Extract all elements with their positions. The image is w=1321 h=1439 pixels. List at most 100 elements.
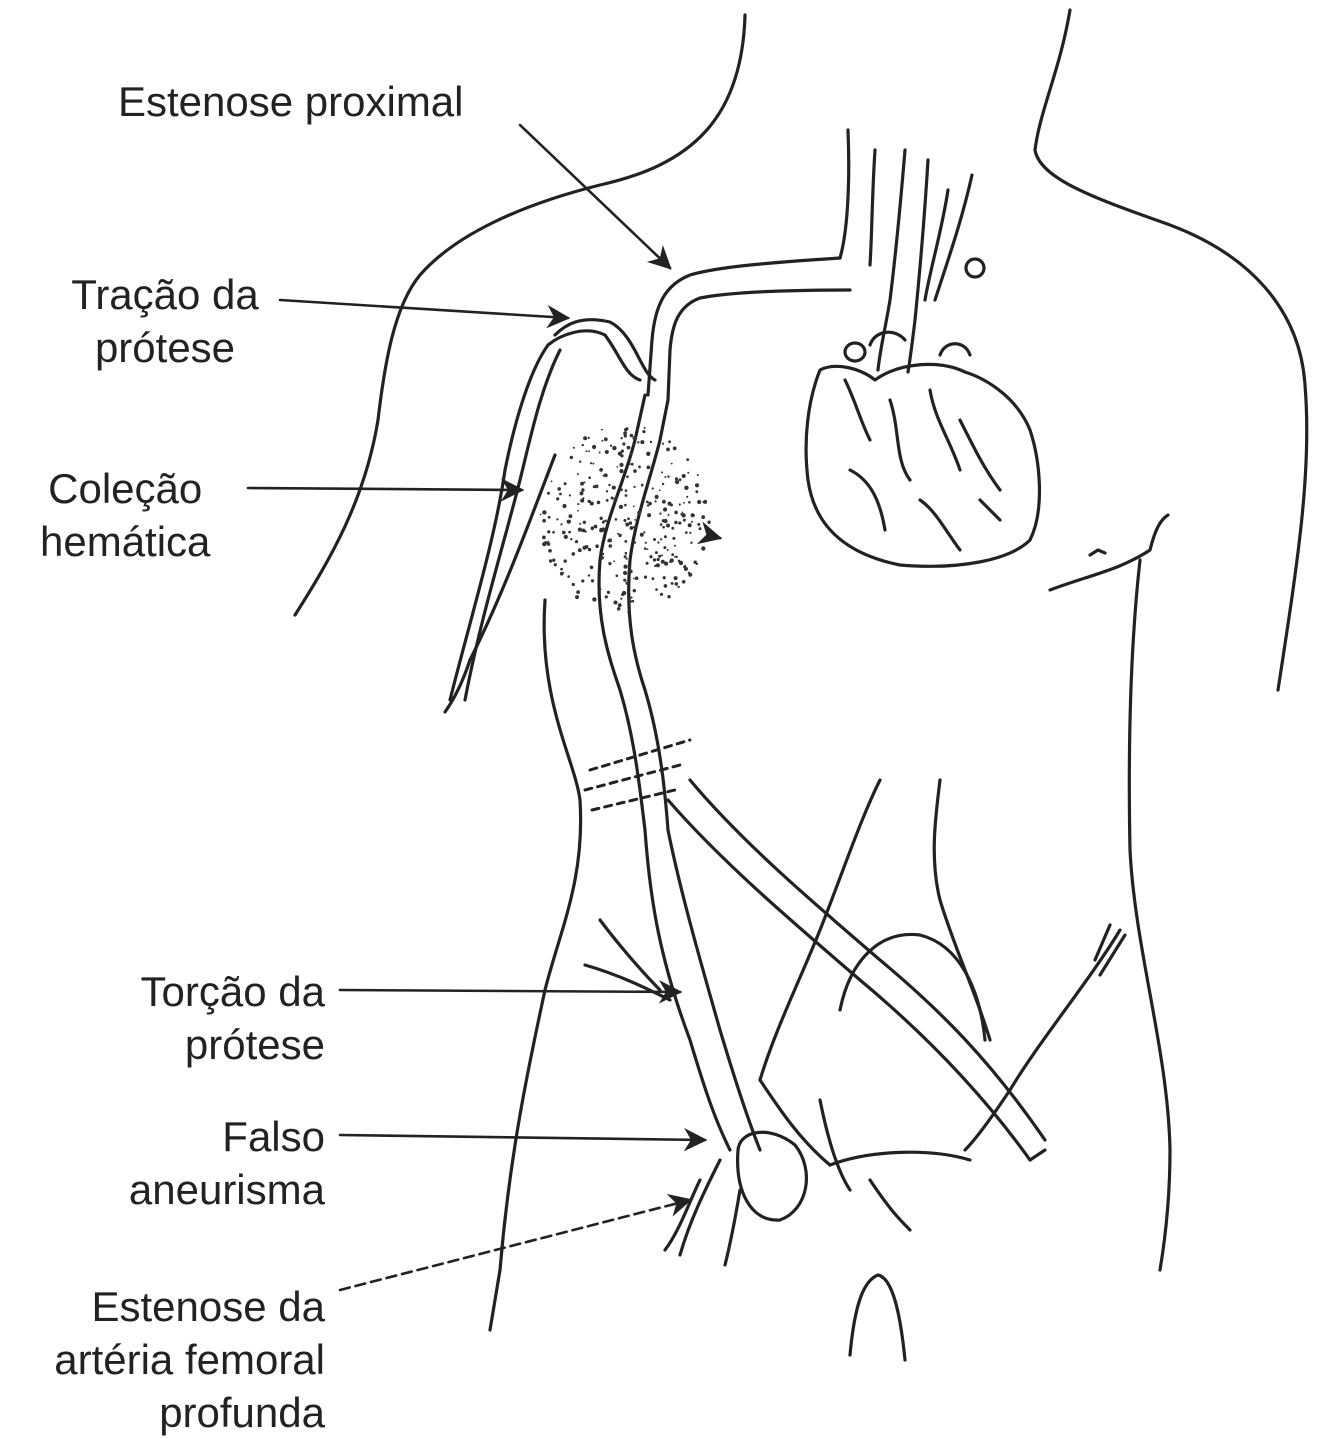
- stipple-dot: [663, 519, 667, 523]
- stipple-dot: [577, 473, 579, 475]
- label-line: Torção da: [100, 965, 325, 1018]
- stipple-dot: [552, 559, 555, 562]
- axillobifemoral-graft: [450, 258, 1045, 1160]
- stipple-dot: [679, 503, 681, 505]
- stipple-dot: [564, 535, 568, 539]
- stipple-dot: [649, 555, 652, 558]
- stipple-dot: [657, 558, 660, 561]
- stipple-dot: [631, 463, 634, 466]
- stipple-dot: [578, 528, 582, 532]
- stipple-dot: [572, 552, 576, 556]
- stipple-dot: [595, 485, 599, 489]
- stipple-dot: [682, 474, 686, 478]
- stipple-dot: [644, 576, 647, 579]
- stipple-dot: [590, 462, 592, 464]
- stipple-dot: [652, 487, 654, 489]
- stipple-dot: [667, 475, 669, 477]
- stipple-dot: [673, 447, 677, 451]
- stipple-dot: [629, 521, 632, 524]
- stipple-dot: [661, 554, 663, 556]
- stipple-dot: [617, 466, 619, 468]
- stipple-dot: [600, 588, 602, 590]
- stipple-dot: [620, 488, 623, 491]
- stipple-dot: [617, 533, 619, 535]
- stipple-dot: [643, 531, 645, 533]
- stipple-dot: [635, 436, 637, 438]
- stipple-dot: [701, 515, 705, 519]
- stipple-dot: [626, 475, 629, 478]
- stipple-dot: [644, 427, 646, 429]
- stipple-dot: [668, 440, 671, 443]
- stipple-dot: [641, 484, 644, 487]
- stipple-dot: [559, 493, 562, 496]
- stipple-dot: [567, 520, 570, 523]
- stipple-dot: [655, 500, 657, 502]
- stipple-dot: [567, 575, 570, 578]
- stipple-dot: [605, 595, 608, 598]
- stipple-dot: [576, 590, 580, 594]
- stipple-dot: [664, 584, 668, 588]
- stipple-dot: [662, 500, 666, 504]
- stipple-dot: [627, 446, 631, 450]
- stipple-dot: [675, 582, 679, 586]
- stipple-dot: [696, 563, 698, 565]
- heart: [806, 259, 1039, 566]
- stipple-dot: [666, 524, 670, 528]
- stipple-dot: [619, 469, 623, 473]
- stipple-dot: [653, 538, 656, 541]
- stipple-dot: [681, 513, 685, 517]
- stipple-dot: [682, 580, 686, 584]
- stipple-dot: [674, 511, 678, 515]
- stipple-dot: [591, 526, 594, 529]
- stipple-dot: [640, 440, 644, 444]
- false-aneurysm-sac: [665, 1132, 806, 1265]
- stipple-dot: [667, 549, 669, 551]
- stipple-dot: [618, 603, 622, 607]
- stipple-dot: [642, 430, 645, 433]
- stipple-dot: [552, 531, 555, 534]
- stipple-dot: [556, 518, 558, 520]
- stipple-dot: [686, 458, 689, 461]
- stipple-dot: [572, 583, 575, 586]
- stipple-dot: [582, 444, 584, 446]
- stipple-dot: [605, 450, 609, 454]
- label-false-aneurysm: Falso aneurisma: [90, 1110, 325, 1216]
- stipple-dot: [624, 555, 627, 558]
- stipple-dot: [594, 525, 598, 529]
- stipple-dot: [569, 494, 571, 496]
- stipple-dot: [556, 497, 559, 500]
- stipple-dot: [619, 463, 623, 467]
- stipple-dot: [585, 450, 587, 452]
- stipple-dot: [630, 453, 632, 455]
- stipple-dot: [686, 496, 688, 498]
- stipple-dot: [675, 480, 679, 484]
- stipple-dot: [600, 517, 603, 520]
- stipple-dot: [707, 521, 710, 524]
- stipple-dot: [675, 477, 678, 480]
- stipple-dot: [610, 445, 612, 447]
- stipple-dot: [645, 542, 647, 544]
- stipple-dot: [664, 535, 667, 538]
- stipple-dot: [659, 513, 661, 515]
- stipple-dot: [689, 532, 691, 534]
- stipple-dot: [564, 559, 567, 562]
- label-line: profunda: [10, 1386, 325, 1439]
- stipple-dot: [542, 519, 546, 523]
- label-line: Coleção: [40, 462, 210, 515]
- stipple-dot: [633, 578, 635, 580]
- stipple-dot: [608, 484, 610, 486]
- stipple-dot: [688, 523, 692, 527]
- stipple-dot: [613, 497, 617, 501]
- stipple-dot: [633, 506, 635, 508]
- stipple-dot: [573, 447, 575, 449]
- stipple-dot: [602, 522, 604, 524]
- suture-marks: [585, 740, 690, 810]
- stipple-dot: [601, 527, 605, 531]
- stipple-dot: [663, 507, 667, 511]
- stipple-dot: [584, 530, 586, 532]
- stipple-dot: [547, 492, 550, 495]
- stipple-dot: [685, 531, 688, 534]
- stipple-dot: [607, 539, 610, 542]
- stipple-dot: [568, 531, 571, 534]
- stipple-dot: [632, 526, 634, 528]
